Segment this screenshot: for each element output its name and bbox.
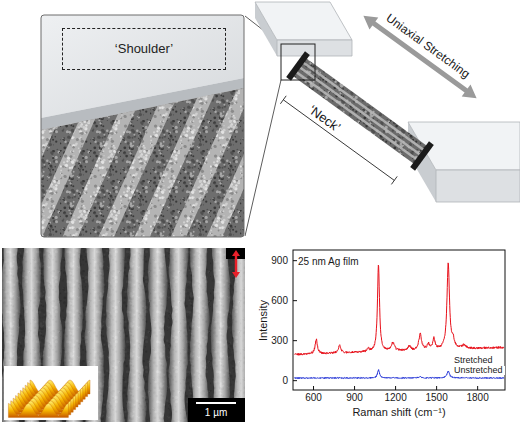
- raman-chart: [293, 250, 505, 390]
- series-label: Unstretched: [452, 366, 505, 375]
- region-label: ‘Shoulder’: [115, 42, 173, 56]
- scale-bar: [196, 402, 236, 404]
- scale-bar-label: 1 µm: [205, 408, 227, 418]
- motion-label: Uniaxial Stretching: [384, 12, 472, 81]
- clamp-jaw: [410, 141, 434, 170]
- scale-bar-box: [188, 398, 245, 422]
- grating-band: [235, 15, 244, 237]
- plot-frame: [293, 250, 505, 390]
- sample-label: 25 nm Ag film: [298, 257, 359, 267]
- axis-tick: [313, 386, 314, 390]
- zoom-frame: [281, 44, 315, 80]
- sem-image: [2, 248, 245, 422]
- axis-tick: [395, 386, 396, 390]
- series-label: Stretched: [452, 356, 495, 365]
- axis-tick: [354, 386, 355, 390]
- grating-line: [302, 61, 426, 151]
- tick-label: 1800: [467, 393, 489, 403]
- clamp-block: [255, 2, 352, 40]
- tick-label: 0: [282, 376, 288, 386]
- axis-tick: [436, 386, 437, 390]
- grating-band: [163, 15, 244, 237]
- tick-label: 600: [271, 296, 288, 306]
- sem-ground: [2, 248, 245, 422]
- dimension-line: [280, 96, 397, 185]
- ridge-set: [2, 248, 245, 422]
- axis-title: Raman shift (cm⁻¹): [352, 407, 445, 418]
- grating-band: [199, 15, 244, 237]
- sem-texture: [2, 248, 245, 422]
- afm-inset: [4, 366, 98, 420]
- strain-arrow: [232, 250, 240, 278]
- axis-tick: [293, 260, 297, 261]
- tick-label: 900: [271, 256, 288, 266]
- axis-tick: [293, 340, 297, 341]
- dashed-region: ‘Shoulder’: [62, 28, 226, 70]
- zoom-leader: [245, 80, 281, 236]
- grating-bands: [41, 15, 244, 237]
- clamp-jaw: [286, 51, 310, 80]
- grating-line: [298, 66, 422, 156]
- axis-tick: [477, 386, 478, 390]
- tick-label: 1500: [426, 393, 448, 403]
- spectrum-line: [294, 263, 503, 355]
- strip-grating: [294, 61, 425, 161]
- tick-label: 300: [271, 336, 288, 346]
- film-strip: [292, 57, 429, 165]
- axis-tick: [293, 300, 297, 301]
- tick-label: 600: [305, 393, 322, 403]
- inset-frame: [41, 15, 244, 237]
- dimension-tick: [280, 96, 286, 104]
- axis-tick: [293, 380, 297, 381]
- clamp-block: [436, 170, 520, 202]
- dimension-line: [283, 100, 394, 181]
- afm-surface: [8, 380, 90, 417]
- double-arrow: [363, 16, 476, 98]
- region-label: ‘Neck’: [307, 102, 343, 133]
- grating-line: [294, 71, 418, 161]
- afm-slice: [8, 403, 68, 417]
- inset-ground: [41, 15, 244, 237]
- tick-label: 1200: [385, 393, 407, 403]
- tick-label: 900: [346, 393, 363, 403]
- dimension-tick: [391, 176, 397, 184]
- stretching-rig: [255, 2, 520, 202]
- axis-title: Intensity: [257, 300, 268, 341]
